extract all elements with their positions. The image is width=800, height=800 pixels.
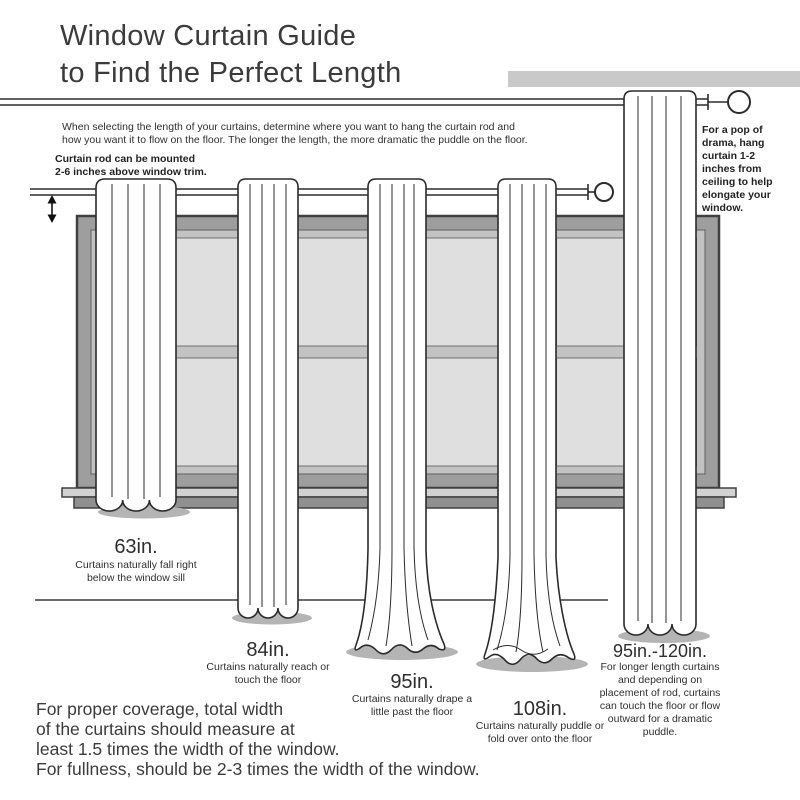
drama-note: For a pop of drama, hang curtain 1-2 inc… [702,124,773,214]
curtain-84-caption: Curtains naturally reach or touch the fl… [206,661,330,686]
footer-line2: of the curtains should measure at [36,719,295,739]
main-rod-finial-icon [594,182,614,202]
curtain-108-length-label: 108in. [512,698,568,720]
curtain-95 [354,178,446,655]
curtain-84-length-label: 84in. [246,639,290,661]
curtain-108-caption: Curtains naturally puddle or fold over o… [475,720,605,745]
page-title-line2: to Find the Perfect Length [60,57,402,89]
curtain-95-120-length-label: 95in.-120in. [612,641,708,661]
footer-line3: least 1.5 times the width of the window. [36,739,340,759]
footer-note: For proper coverage, total width of the … [36,699,480,779]
curtain-63 [95,178,177,512]
curtain-63-length-label: 63in. [114,536,158,558]
page-title-line1: Window Curtain Guide [60,20,357,52]
rod-mount-note-line1: Curtain rod can be mounted [55,153,196,165]
curtain-63-caption: Curtains naturally fall right below the … [75,559,197,584]
upper-rod [0,90,751,114]
intro-line2: how you want it to flow on the floor. Th… [62,134,528,146]
upper-rod-finial-icon [727,90,751,114]
footer-line1: For proper coverage, total width [36,699,284,719]
curtain-108 [483,178,576,666]
curtain-95-120-caption: For longer length curtains and depending… [599,661,721,738]
intro-line1: When selecting the length of your curtai… [62,121,515,133]
rod-mount-note-line2: 2-6 inches above window trim. [55,166,207,178]
curtain-95-120 [623,90,697,636]
mount-height-arrow-icon [47,195,57,223]
curtain-84 [237,178,299,619]
curtain-95-length-label: 95in. [390,671,434,693]
curtain-95-caption: Curtains naturally drape a little past t… [351,693,473,718]
footer-line4: For fullness, should be 2-3 times the wi… [36,759,480,779]
ceiling-band [508,71,800,87]
